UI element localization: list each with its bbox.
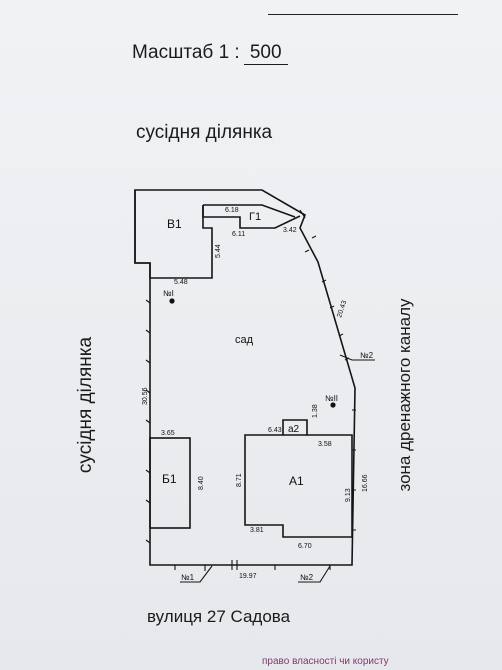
street-label: вулиця 27 Садова <box>147 607 291 626</box>
building-b1-outline <box>149 437 191 529</box>
dim-6-70: 6.70 <box>298 543 312 550</box>
survey-point-i <box>169 298 175 304</box>
marker-n2-top: №ІІ <box>325 394 338 403</box>
dim-1-38: 1.38 <box>312 404 319 418</box>
dim-5-48: 5.48 <box>174 279 188 286</box>
marker-n2-right: №2 <box>360 351 374 360</box>
label-garden: сад <box>235 334 254 346</box>
dim-16-66: 16.66 <box>362 474 369 492</box>
building-a1-outline <box>244 419 353 538</box>
building-g1-outline <box>202 205 301 229</box>
dim-20-43: 20.43 <box>336 300 348 319</box>
label-a2: а2 <box>288 424 300 435</box>
top-neighbor-label: сусідня ділянка <box>136 122 273 143</box>
dim-6-11: 6.11 <box>232 231 245 238</box>
dim-8-71: 8.71 <box>236 473 243 487</box>
marker-n1-bottom: №1 <box>181 573 195 582</box>
label-b1: Б1 <box>162 472 177 486</box>
dim-8-40: 8.40 <box>198 476 205 490</box>
building-g1-inner-edge <box>203 204 296 218</box>
dim-9-13: 9.13 <box>345 488 352 502</box>
dim-3-65: 3.65 <box>161 430 175 437</box>
dim-3-58: 3.58 <box>318 441 332 448</box>
marker-n1-top: №І <box>163 289 174 298</box>
top-underline <box>268 0 458 15</box>
marker-n2-bottom: №2 <box>300 573 314 582</box>
dim-30-56: 30.56 <box>142 387 149 405</box>
label-a1: А1 <box>289 474 304 488</box>
label-v1: В1 <box>167 217 182 231</box>
dim-3-42: 3.42 <box>283 227 297 234</box>
dim-5-44: 5.44 <box>215 244 222 258</box>
building-v1-outline <box>134 190 213 279</box>
survey-point-ii <box>330 402 336 408</box>
dim-19-97: 19.97 <box>239 573 257 580</box>
dim-6-18: 6.18 <box>225 207 239 214</box>
scale-ratio-prefix: 1 : <box>218 42 240 63</box>
label-g1: Г1 <box>249 211 261 223</box>
scale-label: Масштаб 1 :500 <box>132 42 288 65</box>
scale-word: Масштаб <box>132 42 214 63</box>
dim-3-81: 3.81 <box>250 527 264 534</box>
scale-value: 500 <box>243 42 288 65</box>
dim-6-43: 6.43 <box>268 427 282 434</box>
footer-note: право власності чи користу <box>262 656 389 667</box>
